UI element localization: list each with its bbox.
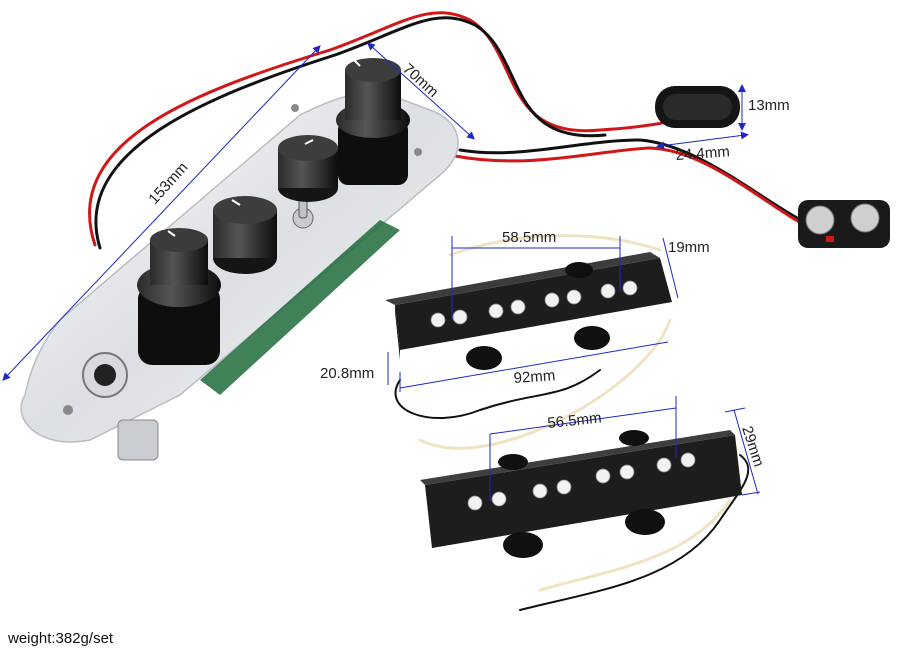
dim-neck-length: 92mm	[513, 367, 556, 387]
battery-clip	[798, 200, 890, 248]
dim-battery-width: 24.4mm	[675, 143, 730, 164]
dim-bridge-pole-spacing: 56.5mm	[547, 409, 603, 432]
dimension-lines	[2, 42, 761, 502]
knob	[278, 135, 338, 202]
knob	[336, 58, 410, 185]
screw	[291, 104, 299, 112]
screw	[63, 405, 73, 415]
knob	[213, 196, 277, 274]
pole-pieces	[430, 280, 638, 328]
dim-neck-width: 20.8mm	[320, 365, 374, 382]
dim-battery-height: 13mm	[748, 97, 790, 114]
battery-pad	[655, 86, 740, 128]
pole-pieces	[467, 452, 696, 511]
screw	[414, 148, 422, 156]
dim-bridge-height: 29mm	[738, 424, 767, 469]
dim-plate-width: 70mm	[399, 60, 441, 101]
dim-plate-length: 153mm	[145, 159, 191, 208]
neck-pickup	[385, 252, 672, 370]
weight-label: weight:382g/set	[8, 630, 114, 647]
dim-neck-pole-spacing: 58.5mm	[502, 229, 556, 246]
bridge-pickup	[420, 430, 742, 558]
dim-neck-height: 19mm	[668, 239, 710, 256]
